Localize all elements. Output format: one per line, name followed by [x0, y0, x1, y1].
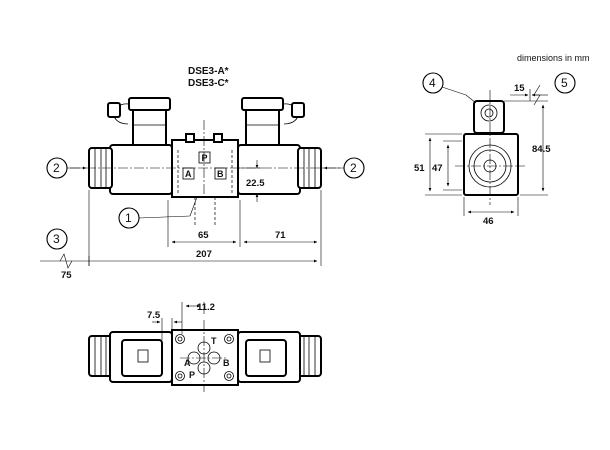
- port-b-label: B: [217, 169, 224, 179]
- svg-text:1: 1: [125, 211, 132, 225]
- bottom-port-b: B: [223, 358, 230, 368]
- left-coil-connector: [107, 97, 171, 148]
- svg-text:3: 3: [53, 232, 60, 246]
- svg-text:4: 4: [429, 76, 436, 90]
- dim-75-label: 75: [61, 270, 72, 281]
- callout-3: 3: [46, 228, 68, 250]
- dim-47-label: 47: [432, 163, 443, 174]
- units-note: dimensions in mm: [517, 53, 590, 63]
- left-solenoid: [88, 144, 173, 195]
- svg-text:2: 2: [53, 161, 60, 175]
- callout-4: 4: [422, 72, 467, 96]
- callout-2-left: 2: [46, 157, 87, 179]
- callout-2-right: 2: [323, 157, 365, 179]
- dim-46-label: 46: [483, 216, 494, 227]
- dim-7-5-label: 7.5: [147, 310, 161, 321]
- port-p-label: P: [202, 153, 208, 163]
- dim-22-5-label: 22.5: [246, 178, 265, 189]
- front-view: P A B 22.5 65: [40, 97, 340, 281]
- right-coil-connector: [241, 97, 305, 148]
- dim-65-label: 65: [198, 230, 209, 241]
- dim-65: 65: [171, 230, 237, 244]
- dim-11-2-label: 11.2: [197, 302, 215, 313]
- callout-1: 1: [118, 207, 140, 229]
- port-a-label: A: [185, 169, 192, 179]
- dim-71: 71: [243, 230, 318, 244]
- right-solenoid: [237, 144, 322, 195]
- bottom-port-p: P: [189, 370, 195, 380]
- bottom-port-a: A: [184, 358, 191, 368]
- side-view: 15 84.5 51 47 46: [414, 83, 551, 227]
- dim-22-5: 22.5: [238, 160, 265, 202]
- svg-text:5: 5: [561, 76, 568, 90]
- dim-84-5-label: 84.5: [532, 144, 551, 155]
- valve-body: P A B: [171, 133, 239, 225]
- dim-207: 207: [40, 249, 318, 269]
- dim-207-label: 207: [196, 249, 212, 260]
- bottom-port-t: T: [211, 336, 217, 346]
- dim-51-label: 51: [414, 163, 425, 174]
- dim-71-label: 71: [275, 230, 286, 241]
- dim-15-label: 15: [514, 83, 525, 94]
- bottom-view: T A B P 7.5 11.2: [88, 302, 322, 392]
- svg-text:2: 2: [350, 161, 357, 175]
- callout-5: 5: [554, 72, 576, 94]
- model-title-1: DSE3-A*: [188, 66, 229, 77]
- model-title-2: DSE3-C*: [188, 78, 229, 89]
